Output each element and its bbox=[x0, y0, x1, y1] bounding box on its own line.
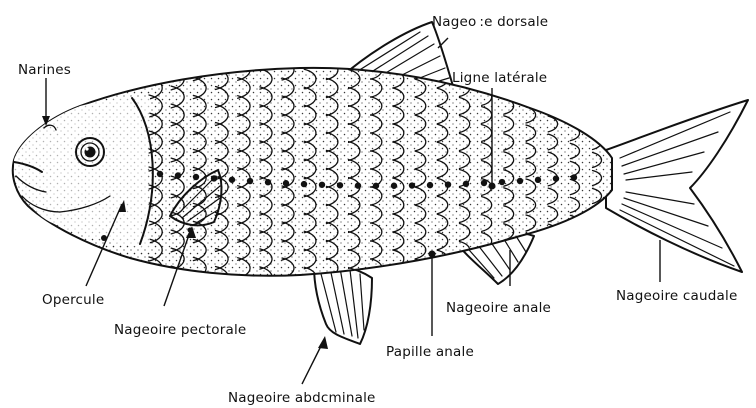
label-ligne-laterale: Ligne latérale bbox=[452, 70, 547, 86]
lateral-line-pore bbox=[283, 180, 289, 186]
lateral-line-pore bbox=[337, 182, 343, 188]
lateral-line-pore bbox=[517, 178, 523, 184]
abdominal-fin bbox=[314, 265, 372, 345]
scale bbox=[482, 251, 492, 268]
lateral-line-pore bbox=[193, 174, 199, 180]
lateral-line-pore bbox=[427, 182, 433, 188]
lateral-line-pore bbox=[211, 175, 217, 181]
fish-head bbox=[0, 0, 160, 260]
lateral-line-pore bbox=[319, 182, 325, 188]
scale bbox=[393, 268, 404, 286]
scale bbox=[149, 59, 162, 81]
lateral-line-pore bbox=[247, 178, 253, 184]
label-nageoire-anale: Nageoire anale bbox=[446, 300, 551, 316]
scale bbox=[437, 268, 447, 285]
scale bbox=[548, 260, 557, 276]
scale bbox=[570, 89, 579, 104]
lateral-line-pore bbox=[355, 182, 361, 188]
lateral-line-pore bbox=[373, 183, 379, 189]
scale bbox=[570, 107, 579, 122]
scale bbox=[504, 242, 514, 258]
lateral-line-pore bbox=[301, 181, 307, 187]
scale bbox=[570, 71, 579, 86]
scale bbox=[526, 89, 536, 105]
lateral-line-pore bbox=[463, 181, 469, 187]
scale bbox=[548, 62, 557, 78]
lateral-line-pore bbox=[391, 183, 397, 189]
scale bbox=[415, 259, 426, 277]
scale bbox=[593, 81, 602, 96]
caudal-fin bbox=[606, 100, 748, 272]
lateral-line-pore bbox=[481, 180, 487, 186]
scale bbox=[593, 261, 602, 276]
lateral-line-pore bbox=[445, 181, 451, 187]
scale bbox=[593, 99, 602, 114]
scale bbox=[548, 242, 557, 258]
scale bbox=[570, 251, 579, 266]
label-nageoire-abdominale: Nageoire abdcminale bbox=[228, 390, 376, 406]
scale bbox=[526, 251, 536, 267]
lateral-line-pore bbox=[157, 171, 163, 177]
scale bbox=[593, 117, 602, 132]
lateral-line-pore bbox=[175, 172, 181, 178]
scale bbox=[548, 98, 557, 114]
scale bbox=[570, 233, 579, 248]
label-nageoire-dorsale: Nageo :e dorsale bbox=[432, 14, 548, 30]
label-opercule: Opercule bbox=[42, 292, 104, 308]
scale bbox=[548, 80, 557, 96]
scale bbox=[459, 259, 469, 276]
scale bbox=[593, 225, 602, 240]
label-nageoire-caudale: Nageoire caudale bbox=[616, 288, 737, 304]
lateral-line-pore bbox=[535, 177, 541, 183]
scale bbox=[570, 269, 579, 284]
scale bbox=[526, 269, 536, 285]
label-papille-anale: Papille anale bbox=[386, 344, 474, 360]
lateral-line-pore bbox=[499, 179, 505, 185]
label-narines: Narines bbox=[18, 62, 71, 78]
lateral-line-pore bbox=[229, 177, 235, 183]
lateral-line-pore bbox=[571, 174, 577, 180]
scale bbox=[593, 207, 602, 222]
lateral-line-pore bbox=[265, 179, 271, 185]
lateral-line-pore bbox=[409, 182, 415, 188]
lateral-line-pore bbox=[553, 175, 559, 181]
scale bbox=[593, 63, 602, 78]
label-nageoire-pectorale: Nageoire pectorale bbox=[114, 322, 246, 338]
scale bbox=[593, 243, 602, 258]
